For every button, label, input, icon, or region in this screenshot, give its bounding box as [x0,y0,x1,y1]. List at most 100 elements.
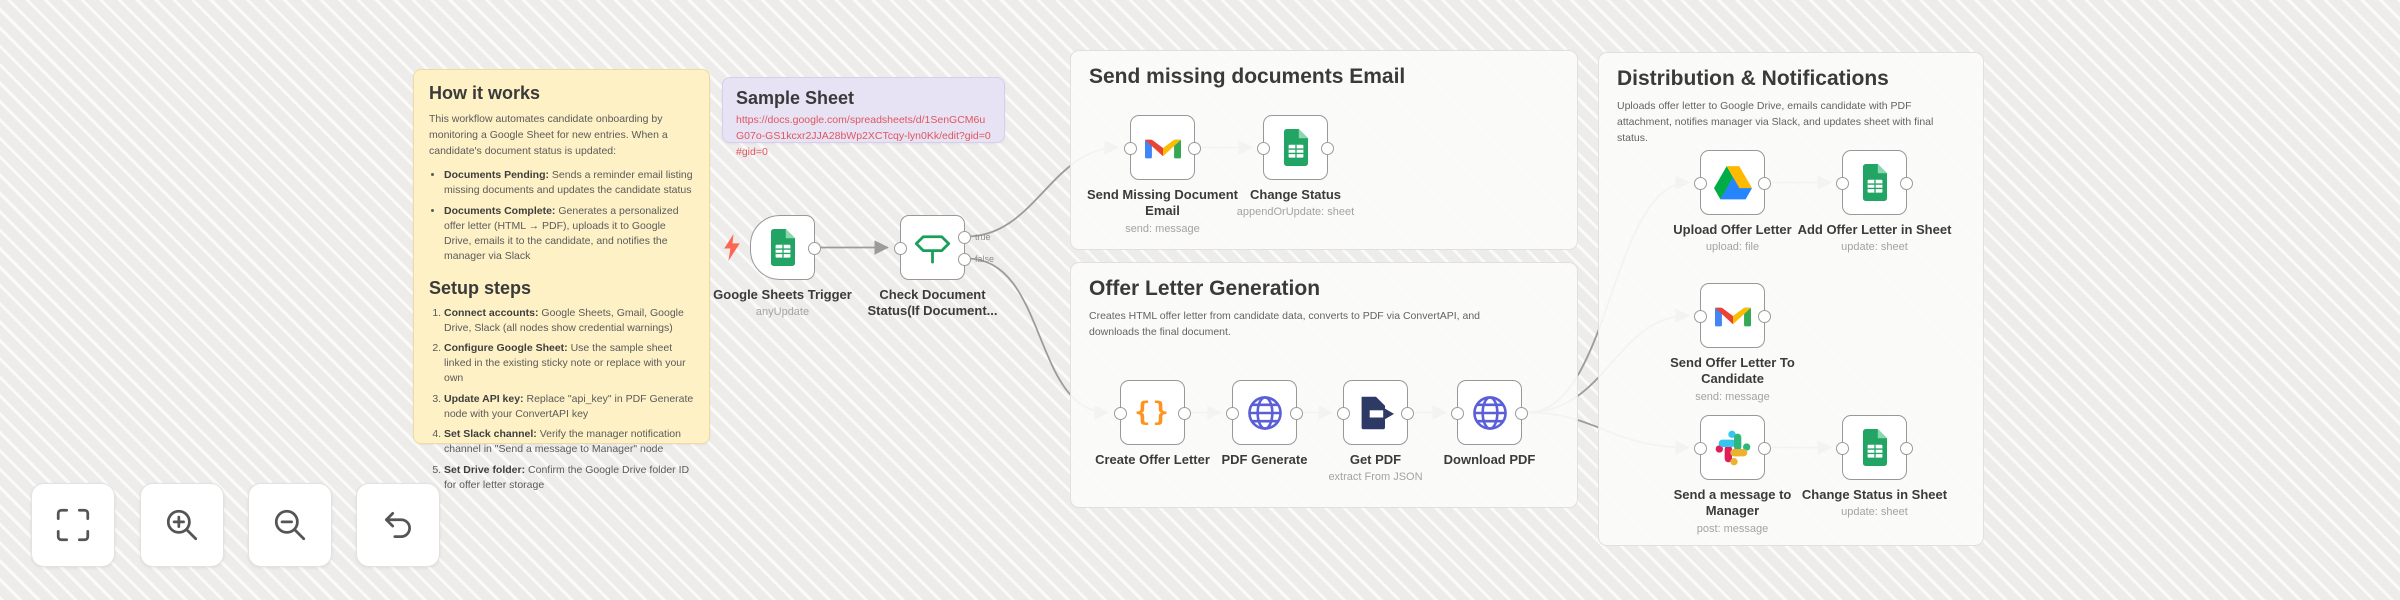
google-sheets-icon [1283,129,1308,166]
list-item: Set Slack channel: Verify the manager no… [444,427,694,457]
input-port[interactable] [894,242,907,255]
if-filter-icon [914,235,951,264]
node-label: Upload Offer Letter [1673,222,1792,237]
node-check-document-status[interactable]: true false Check Document Status(If Docu… [868,215,998,318]
node-send-message-to-manager[interactable]: Send a message to Manager post: message [1674,415,1791,535]
input-port[interactable] [1114,407,1127,420]
bullet-list: Documents Pending: Sends a reminder emai… [429,168,694,264]
zoom-in-icon [166,509,198,541]
code-braces-icon: {} [1134,397,1171,428]
output-port[interactable] [1321,142,1334,155]
node-caption: anyUpdate [755,306,810,319]
zoom-in-button[interactable] [140,483,224,567]
output-port-false[interactable] [958,253,971,266]
output-port[interactable] [1401,407,1414,420]
input-port[interactable] [1694,442,1707,455]
section-description: Creates HTML offer letter from candidate… [1089,310,1481,338]
node-label: Send Missing Document Email [1087,187,1238,219]
node-create-offer-letter[interactable]: {} Create Offer Letter [1095,380,1210,467]
node-download-pdf[interactable]: Download PDF [1444,380,1535,467]
output-port[interactable] [1515,407,1528,420]
list-item: Configure Google Sheet: Use the sample s… [444,341,694,387]
output-port[interactable] [1290,407,1303,420]
gmail-icon [1714,307,1751,326]
node-caption: appendOrUpdate: sheet [1236,206,1355,219]
output-port-true[interactable] [958,231,971,244]
node-caption: update: sheet [1841,241,1908,254]
output-port[interactable] [1758,442,1771,455]
node-send-missing-document-email[interactable]: Send Missing Document Email send: messag… [1087,115,1238,235]
output-port[interactable] [1900,177,1913,190]
node-label: Check Document Status(If Document... [867,287,998,319]
reset-icon [385,512,411,538]
input-port[interactable] [1124,142,1137,155]
http-globe-icon [1472,395,1507,430]
list-item: Documents Complete: Generates a personal… [444,204,694,265]
section-distribution-notifications[interactable]: Distribution & Notifications Uploads off… [1598,52,1984,546]
output-port[interactable] [1188,142,1201,155]
node-label: Send Offer Letter To Candidate [1670,355,1795,387]
output-port[interactable] [1178,407,1191,420]
node-change-status-in-sheet[interactable]: Change Status in Sheet update: sheet [1802,415,1947,518]
slack-icon [1715,430,1750,465]
sample-sheet-link[interactable]: https://docs.google.com/spreadsheets/d/1… [736,114,991,158]
http-globe-icon [1247,395,1282,430]
node-upload-offer-letter[interactable]: Upload Offer Letter upload: file [1673,150,1792,253]
node-get-pdf[interactable]: Get PDF extract From JSON [1328,380,1423,483]
node-pdf-generate[interactable]: PDF Generate [1222,380,1307,467]
input-port[interactable] [1836,442,1849,455]
sticky-intro: This workflow automates candidate onboar… [429,113,668,157]
input-port[interactable] [1694,310,1707,323]
fit-view-button[interactable] [31,483,115,567]
node-caption: send: message [1695,390,1770,403]
input-port[interactable] [1694,177,1707,190]
output-port[interactable] [1900,442,1913,455]
node-send-offer-letter-to-candidate[interactable]: Send Offer Letter To Candidate send: mes… [1670,283,1795,403]
list-item: Connect accounts: Google Sheets, Gmail, … [444,306,694,336]
node-caption: extract From JSON [1328,471,1423,484]
google-sheets-icon [1862,429,1887,466]
node-label: Change Status in Sheet [1801,487,1948,502]
list-item: Update API key: Replace "api_key" in PDF… [444,392,694,422]
node-add-offer-letter-in-sheet[interactable]: Add Offer Letter in Sheet update: sheet [1798,150,1951,253]
section-title: Distribution & Notifications [1617,67,1889,90]
fit-view-icon [56,508,90,542]
output-label-false: false [975,254,995,264]
setup-steps-list: Connect accounts: Google Sheets, Gmail, … [429,306,694,493]
node-caption: upload: file [1705,241,1760,254]
trigger-bolt-icon [724,234,740,261]
output-port[interactable] [808,242,821,255]
google-sheets-icon [770,229,795,266]
sticky-note-sample-sheet[interactable]: Sample Sheet https://docs.google.com/spr… [722,77,1005,158]
node-label: Send a message to Manager [1673,487,1792,519]
section-title: Offer Letter Generation [1089,277,1321,300]
sticky-note-how-it-works[interactable]: How it works This workflow automates can… [413,69,710,491]
section-description: Uploads offer letter to Google Drive, em… [1617,100,1934,144]
zoom-out-button[interactable] [248,483,332,567]
output-label-true: true [975,232,991,242]
output-port[interactable] [1758,177,1771,190]
reset-viewport-button[interactable] [356,483,440,567]
extract-file-icon [1361,396,1394,429]
zoom-out-icon [274,509,306,541]
gmail-icon [1144,139,1181,158]
node-label: Create Offer Letter [1095,452,1210,467]
input-port[interactable] [1257,142,1270,155]
input-port[interactable] [1337,407,1350,420]
node-google-sheets-trigger[interactable]: Google Sheets Trigger anyUpdate [713,215,852,318]
google-drive-icon [1713,165,1752,199]
output-port[interactable] [1758,310,1771,323]
list-item: Set Drive folder: Confirm the Google Dri… [444,463,694,493]
node-label: Google Sheets Trigger [713,287,852,302]
section-title: Send missing documents Email [1089,65,1406,88]
sticky-title: Sample Sheet [736,88,855,108]
input-port[interactable] [1451,407,1464,420]
node-label: Download PDF [1443,452,1536,467]
input-port[interactable] [1226,407,1239,420]
node-change-status[interactable]: Change Status appendOrUpdate: sheet [1237,115,1354,218]
input-port[interactable] [1836,177,1849,190]
node-caption: update: sheet [1841,506,1908,519]
sticky-subtitle: Setup steps [429,277,532,298]
node-label: Add Offer Letter in Sheet [1797,222,1952,237]
